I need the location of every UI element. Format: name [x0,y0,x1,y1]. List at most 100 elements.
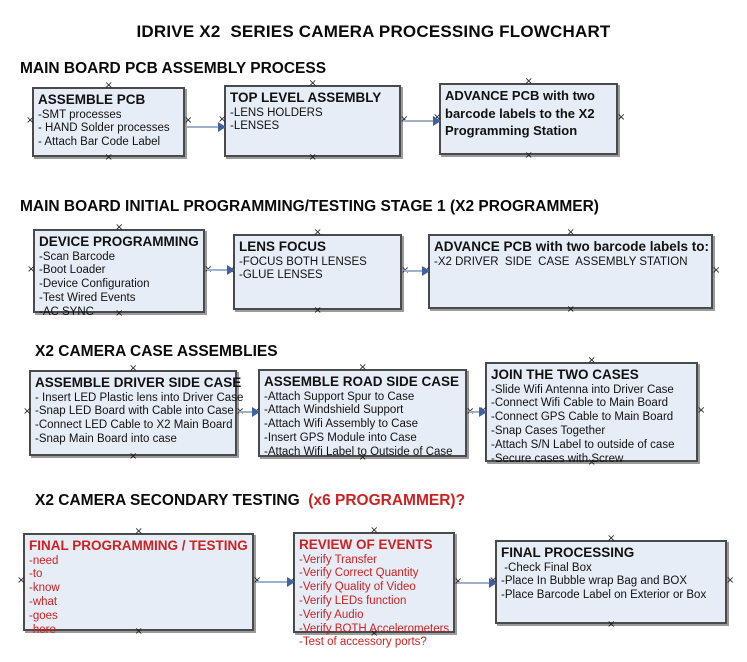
section-header-red-text: (x6 PROGRAMMER)? [304,492,466,509]
arrow-head-icon [252,407,260,417]
section-header-black-text: X2 CAMERA SECONDARY TESTING [35,492,304,509]
arrow-head-icon [433,116,441,126]
box-item: -SMT processes [38,108,122,121]
flow-box-join-the-two-cases[interactable]: × × × × JOIN THE TWO CASES -Slide Wifi A… [479,356,705,468]
box-items: -SMT processes - HAND Solder processes -… [38,109,179,150]
box-items: -LENS HOLDERS -LENSES [230,107,395,135]
box-item: -Snap LED Board with Cable into Case [35,405,234,418]
flow-box-review-of-events[interactable]: × × × × REVIEW OF EVENTS -Verify Transfe… [287,526,462,649]
section-header-pcb-assembly: MAIN BOARD PCB ASSEMBLY PROCESS [20,60,327,77]
connection-handle-icon: × [308,78,317,89]
box-item: -Test Wired Events [39,291,136,304]
connector-arrow[interactable] [469,407,487,417]
flow-box-top-level-assembly[interactable]: × × × × TOP LEVEL ASSEMBLY -LENS HOLDERS… [218,79,408,163]
box-item: -Verify LEDs function [299,594,407,607]
box-title: ASSEMBLE PCB [38,92,146,107]
flow-box-assemble-pcb[interactable]: × × × × ASSEMBLE PCB -SMT processes - HA… [26,81,192,163]
box-item: - HAND Solder processes [38,122,170,135]
connection-handle-icon: × [129,451,138,462]
box-items: -X2 DRIVER SIDE CASE ASSEMBLY STATION [434,256,707,270]
flow-box-lens-focus[interactable]: × × × × LENS FOCUS -FOCUS BOTH LENSES -G… [227,228,409,316]
section-header-initial-programming: MAIN BOARD INITIAL PROGRAMMING/TESTING S… [20,198,599,215]
box-item: -Verify Audio [299,608,364,621]
connection-handle-icon: × [23,406,32,417]
connection-handle-icon: × [134,526,143,537]
box-item: -Attach Support Spur to Case [264,390,415,403]
connection-handle-icon: × [218,114,227,125]
box-item: -Scan Barcode [39,250,116,263]
box-item: -Slide Wifi Antenna into Driver Case [491,383,674,396]
flow-box-advance-pcb-programming-station[interactable]: × × × × ADVANCE PCB with two barcode lab… [433,77,625,161]
arrow-head-icon [422,266,430,276]
connection-handle-icon: × [454,575,463,587]
box-items: -Verify Transfer -Verify Correct Quantit… [299,554,449,651]
arrow-head-icon [479,407,487,417]
connection-handle-icon: × [607,619,616,630]
box-item: -FOCUS BOTH LENSES [239,255,367,268]
box-item: -LENSES [230,120,280,133]
connector-arrow[interactable] [239,407,260,417]
box-item: -here [29,623,56,636]
box-item: -Verify Correct Quantity [299,567,419,580]
flow-box-final-processing[interactable]: × × × × FINAL PROCESSING -Check Final Bo… [489,534,734,630]
box-title: LENS FOCUS [239,239,327,254]
connector-arrow[interactable] [207,265,235,275]
connection-handle-icon: × [129,363,138,374]
connection-handle-icon: × [697,405,706,416]
box-title: TOP LEVEL ASSEMBLY [230,90,382,105]
page-title: IDRIVE X2 SERIES CAMERA PROCESSING FLOWC… [136,22,611,41]
box-item: -LENS HOLDERS [230,106,323,119]
box-item: -Connect GPS Cable to Main Board [491,411,674,424]
connection-handle-icon: × [104,80,113,91]
flow-box-device-programming[interactable]: × × × × DEVICE PROGRAMMING -Scan Barcode… [27,223,212,319]
box-item: -to [29,568,43,581]
flow-box-assemble-driver-side-case[interactable]: × × × × ASSEMBLE DRIVER SIDE CASE - Inse… [23,364,244,462]
box-item: -Connect Wifi Cable to Main Board [491,397,669,410]
connection-handle-icon: × [313,227,322,238]
box-item: -Place Barcode Label on Exterior or Box [501,589,707,602]
box-title: DEVICE PROGRAMMING [39,234,199,249]
connector-arrow[interactable] [256,577,295,587]
connection-handle-icon: × [726,575,735,586]
box-title: ASSEMBLE DRIVER SIDE CASE [35,375,242,390]
box-items: -need -to -know -what -goes -here [29,555,248,638]
box-item: -Secure cases with Screw [491,452,624,465]
box-items: -Slide Wifi Antenna into Driver Case -Co… [491,384,692,467]
connection-handle-icon: × [617,112,626,123]
section-header-secondary-testing: X2 CAMERA SECONDARY TESTING (x6 PROGRAMM… [35,492,465,510]
box-item: -Attach S/N Label to outside of case [491,438,675,451]
box-item: -Connect LED Cable to X2 Main Board [35,419,233,432]
connector-arrow[interactable] [187,122,226,132]
box-item: -Verify Transfer [299,553,377,566]
flow-box-assemble-road-side-case[interactable]: × × × × ASSEMBLE ROAD SIDE CASE -Attach … [252,363,474,463]
box-items: -Check Final Box -Place In Bubble wrap B… [501,562,721,603]
connection-handle-icon: × [17,575,26,586]
connector-arrow[interactable] [404,266,430,276]
box-item: -what [29,595,58,608]
flow-box-advance-pcb-driver-side-station[interactable]: × × × × ADVANCE PCB with two barcode lab… [422,228,720,315]
flow-box-final-programming-testing[interactable]: × × × × FINAL PROGRAMMING / TESTING -nee… [17,527,261,637]
box-items: -Scan Barcode -Boot Loader -Device Confi… [39,251,199,320]
box-item: -Boot Loader [39,264,106,277]
box-item: - Insert LED Plastic lens into Driver Ca… [35,391,244,404]
connection-handle-icon: × [313,305,322,316]
connection-handle-icon: × [370,628,379,639]
box-item: -GLUE LENSES [239,269,323,282]
box-item: -X2 DRIVER SIDE CASE ASSEMBLY STATION [434,255,688,268]
connection-handle-icon: × [370,525,379,536]
connector-arrow[interactable] [457,578,497,588]
box-title: ADVANCE PCB with two barcode labels to: [434,239,710,254]
box-item: -Place In Bubble wrap Bag and BOX [501,575,688,588]
box-item: -know [29,582,60,595]
box-item: -Attach Wifi Label to Outside of Case [264,445,453,458]
connection-handle-icon: × [566,227,575,238]
box-item: -goes [29,609,58,622]
arrow-head-icon [287,577,295,587]
connection-handle-icon: × [524,76,533,87]
box-item: -Verify BOTH Accelerometers [299,622,450,635]
connector-arrow[interactable] [403,116,441,126]
box-item: -Snap Cases Together [491,424,606,437]
box-title: JOIN THE TWO CASES [491,367,639,382]
connection-handle-icon: × [358,362,367,373]
